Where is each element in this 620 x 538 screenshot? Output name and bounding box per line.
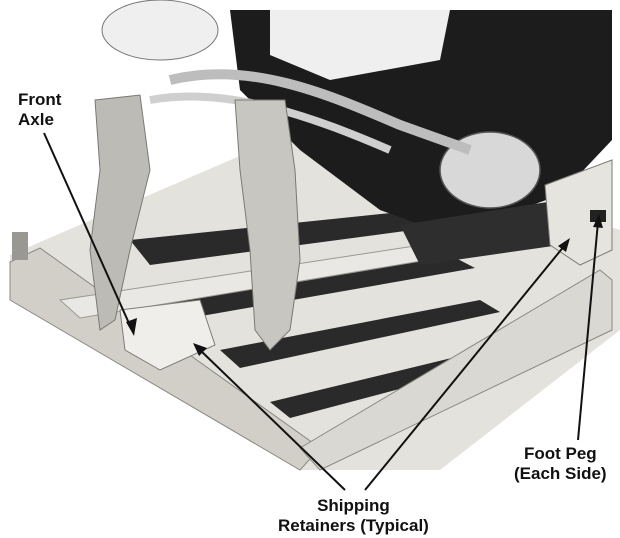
foot-peg-retainer — [544, 159, 613, 266]
leader-retainer-right — [364, 244, 566, 491]
shipping-retainers-label-line-2: Retainers (Typical) — [278, 516, 429, 535]
foot-peg-label-line-1: Foot Peg — [523, 444, 597, 463]
headlight — [101, 0, 219, 61]
leader-front-axle-arrow — [126, 318, 137, 336]
shipping-retainers-label-line-1: Shipping — [317, 496, 390, 515]
leader-retainer-left — [199, 349, 346, 491]
foot-peg-label-line-2: (Each Side) — [514, 464, 607, 483]
exhaust-pipe — [168, 69, 472, 155]
leader-retainer-left-arrow — [193, 343, 207, 356]
foot-peg — [590, 210, 606, 222]
front-fork-right — [234, 99, 301, 351]
frame-lower-strip — [400, 200, 560, 265]
leader-front-axle — [43, 132, 133, 331]
fuel-tank — [270, 10, 450, 80]
axle-retainer-block — [119, 299, 216, 371]
shipping-retainers-label: Shipping Retainers (Typical) — [278, 496, 429, 536]
corner-bracket — [12, 232, 28, 260]
front-axle-label: Front Axle — [18, 90, 61, 130]
leader-retainer-right-arrow — [558, 238, 570, 252]
front-axle-label-line-2: Axle — [18, 110, 54, 129]
slat-gap-2 — [170, 255, 475, 318]
foot-peg-label: Foot Peg (Each Side) — [514, 444, 607, 484]
leader-foot-peg-arrow — [593, 214, 603, 228]
front-axle-label-line-1: Front — [18, 90, 62, 109]
leader-foot-peg — [577, 221, 599, 441]
crate-side-rail-right — [299, 269, 613, 471]
slat-gap-3 — [220, 300, 500, 368]
